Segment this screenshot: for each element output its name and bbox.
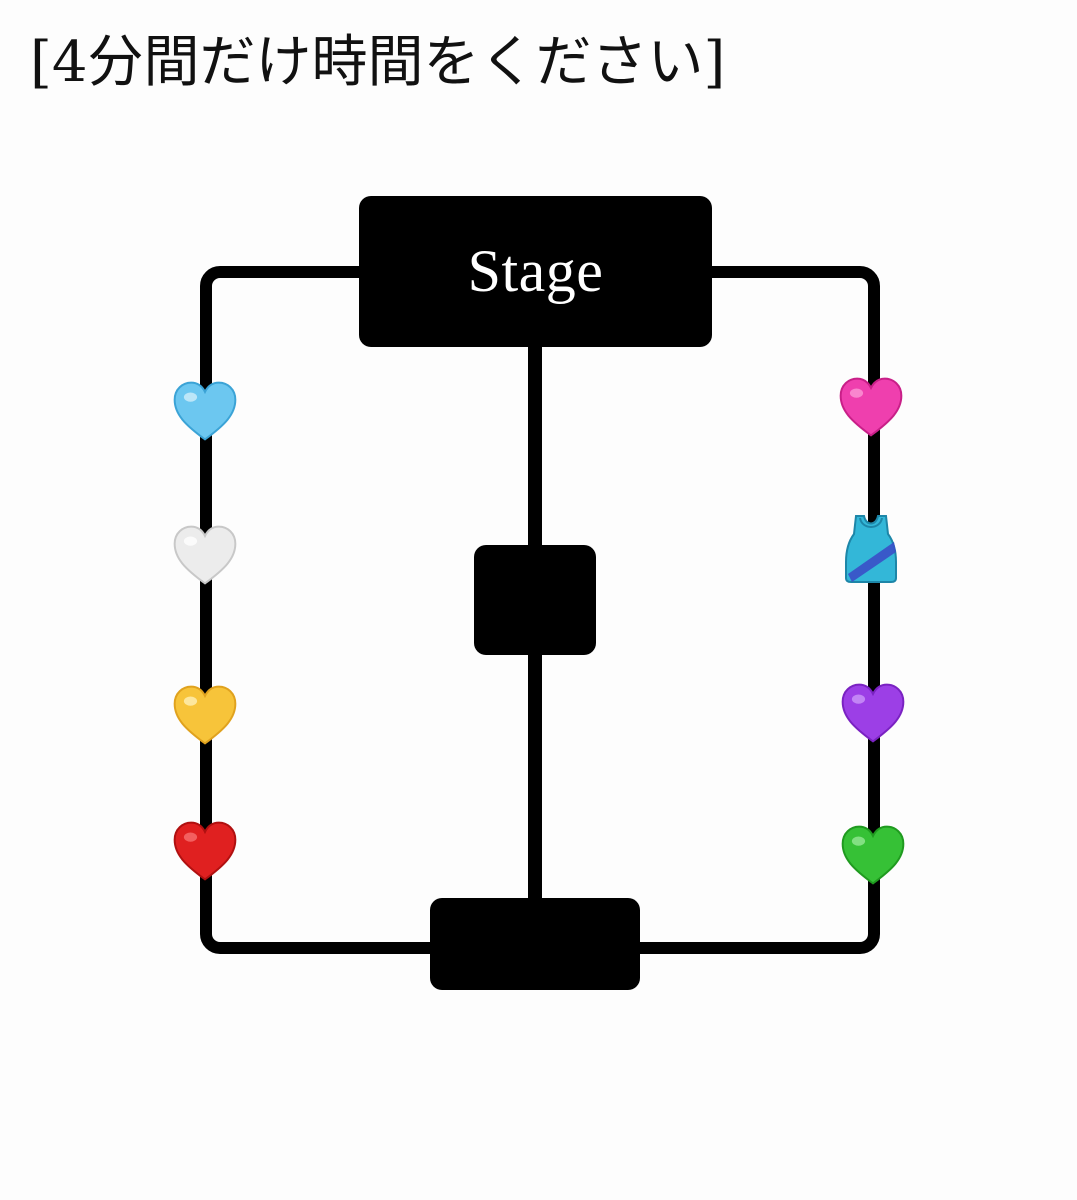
center-stage [474, 545, 596, 655]
light-blue-heart-icon [173, 381, 237, 441]
purple-heart-icon [841, 683, 905, 743]
back-stage [430, 898, 640, 990]
pink-heart-icon [839, 377, 903, 437]
diagram-title: [4分間だけ時間をください] [30, 30, 726, 95]
yellow-heart-icon [173, 685, 237, 745]
tank-top-icon [845, 515, 897, 583]
red-heart-icon [173, 821, 237, 881]
green-heart-icon [841, 825, 905, 885]
stage-label: Stage [467, 238, 604, 304]
main-stage: Stage [359, 196, 712, 347]
white-heart-icon [173, 525, 237, 585]
